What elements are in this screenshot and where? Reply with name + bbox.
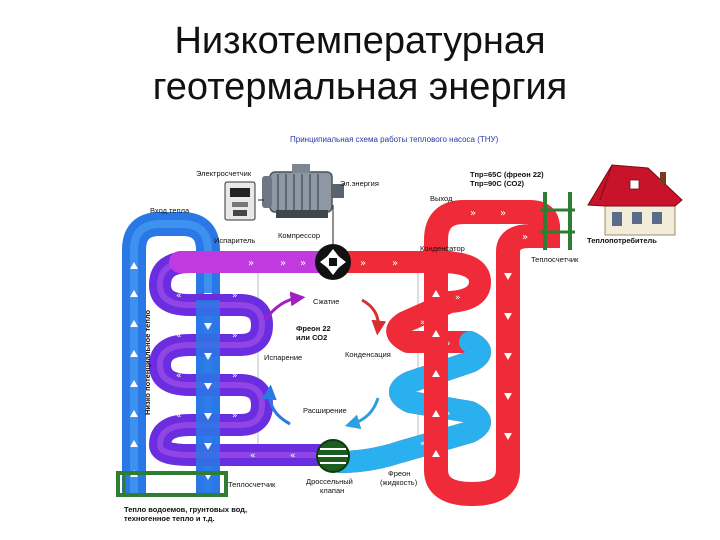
label-heat-meter-right: Теплосчетчик [531, 255, 579, 264]
label-freon-liquid-2: (жидкость) [380, 478, 418, 487]
svg-text:«: « [176, 331, 182, 341]
svg-text:»: » [360, 258, 366, 269]
label-compressor: Компрессор [278, 231, 320, 240]
svg-text:«: « [290, 451, 296, 461]
label-condensation: Конденсация [345, 350, 391, 359]
electric-meter-icon [224, 181, 256, 221]
suction-line: » » » [169, 251, 341, 273]
svg-text:»: » [232, 331, 238, 341]
svg-text:»: » [232, 411, 238, 421]
house-icon [587, 164, 683, 236]
label-heat-meter-bottom: Теплосчетчик [228, 480, 276, 489]
label-electric-meter: Электросчетчик [196, 169, 252, 178]
svg-text:«: « [420, 439, 426, 449]
svg-text:»: » [522, 232, 528, 243]
label-throttle-1: Дроссельный [306, 477, 353, 486]
svg-text:»: » [470, 208, 476, 219]
svg-text:«: « [176, 291, 182, 301]
svg-text:»: » [280, 258, 286, 269]
svg-text:»: » [248, 258, 254, 269]
heat-meter-left [116, 471, 228, 497]
label-condenser: Конденсатор [420, 244, 465, 253]
heat-meter-right [540, 192, 575, 250]
label-freon-liquid-1: Фреон [388, 469, 410, 478]
title-line-1: Низкотемпературная [174, 20, 546, 62]
compressor-symbol-icon [315, 244, 351, 280]
cycle-arrow-icon [263, 291, 306, 321]
label-throttle-2: клапан [320, 486, 344, 495]
svg-text:»: » [420, 318, 426, 328]
label-el-energy: Эл.энергия [340, 179, 379, 188]
label-compression: Сжатие [313, 297, 339, 306]
slide-title: Низкотемпературная геотермальная энергия [0, 18, 720, 110]
svg-text:»: » [392, 258, 398, 269]
label-tpr-1: Тпр=65С (фреон 22) [470, 170, 544, 179]
label-heat-input: Вход тепла [150, 206, 190, 215]
diagram-heading: Принципиальная схема работы теплового на… [290, 135, 499, 144]
condenser-coil: »» »« »« [329, 251, 491, 473]
svg-text:»: » [300, 258, 306, 269]
label-evaporation: Испарение [264, 353, 302, 362]
label-source-1: Тепло водоемов, грунтовых вод, [124, 505, 247, 514]
svg-text:»: » [232, 291, 238, 301]
label-heat-consumer: Теплопотребитель [587, 236, 657, 245]
label-source-2: техногенное тепло и т.д. [124, 514, 215, 523]
svg-text:«: « [176, 411, 182, 421]
label-evaporator: Испаритель [214, 236, 255, 245]
label-exit: Выход [430, 194, 453, 203]
svg-text:«: « [250, 451, 256, 461]
label-freon-2: или СО2 [296, 333, 327, 342]
svg-text:»: » [455, 293, 461, 303]
svg-text:»: » [232, 371, 238, 381]
svg-text:«: « [176, 371, 182, 381]
label-low-potential-heat: Низко потенциальное тепло [143, 309, 152, 415]
cycle-arrows [261, 291, 387, 430]
evaporator-coil: « » « » « » « » « « [149, 251, 331, 466]
motor-icon [262, 164, 344, 218]
svg-text:»: » [500, 208, 506, 219]
throttle-valve-icon [316, 439, 350, 473]
label-expansion: Расширение [303, 406, 347, 415]
label-tpr-2: Тпр=90С (СО2) [470, 179, 525, 188]
label-freon-1: Фреон 22 [296, 324, 331, 333]
title-line-2: геотермальная энергия [152, 66, 568, 108]
